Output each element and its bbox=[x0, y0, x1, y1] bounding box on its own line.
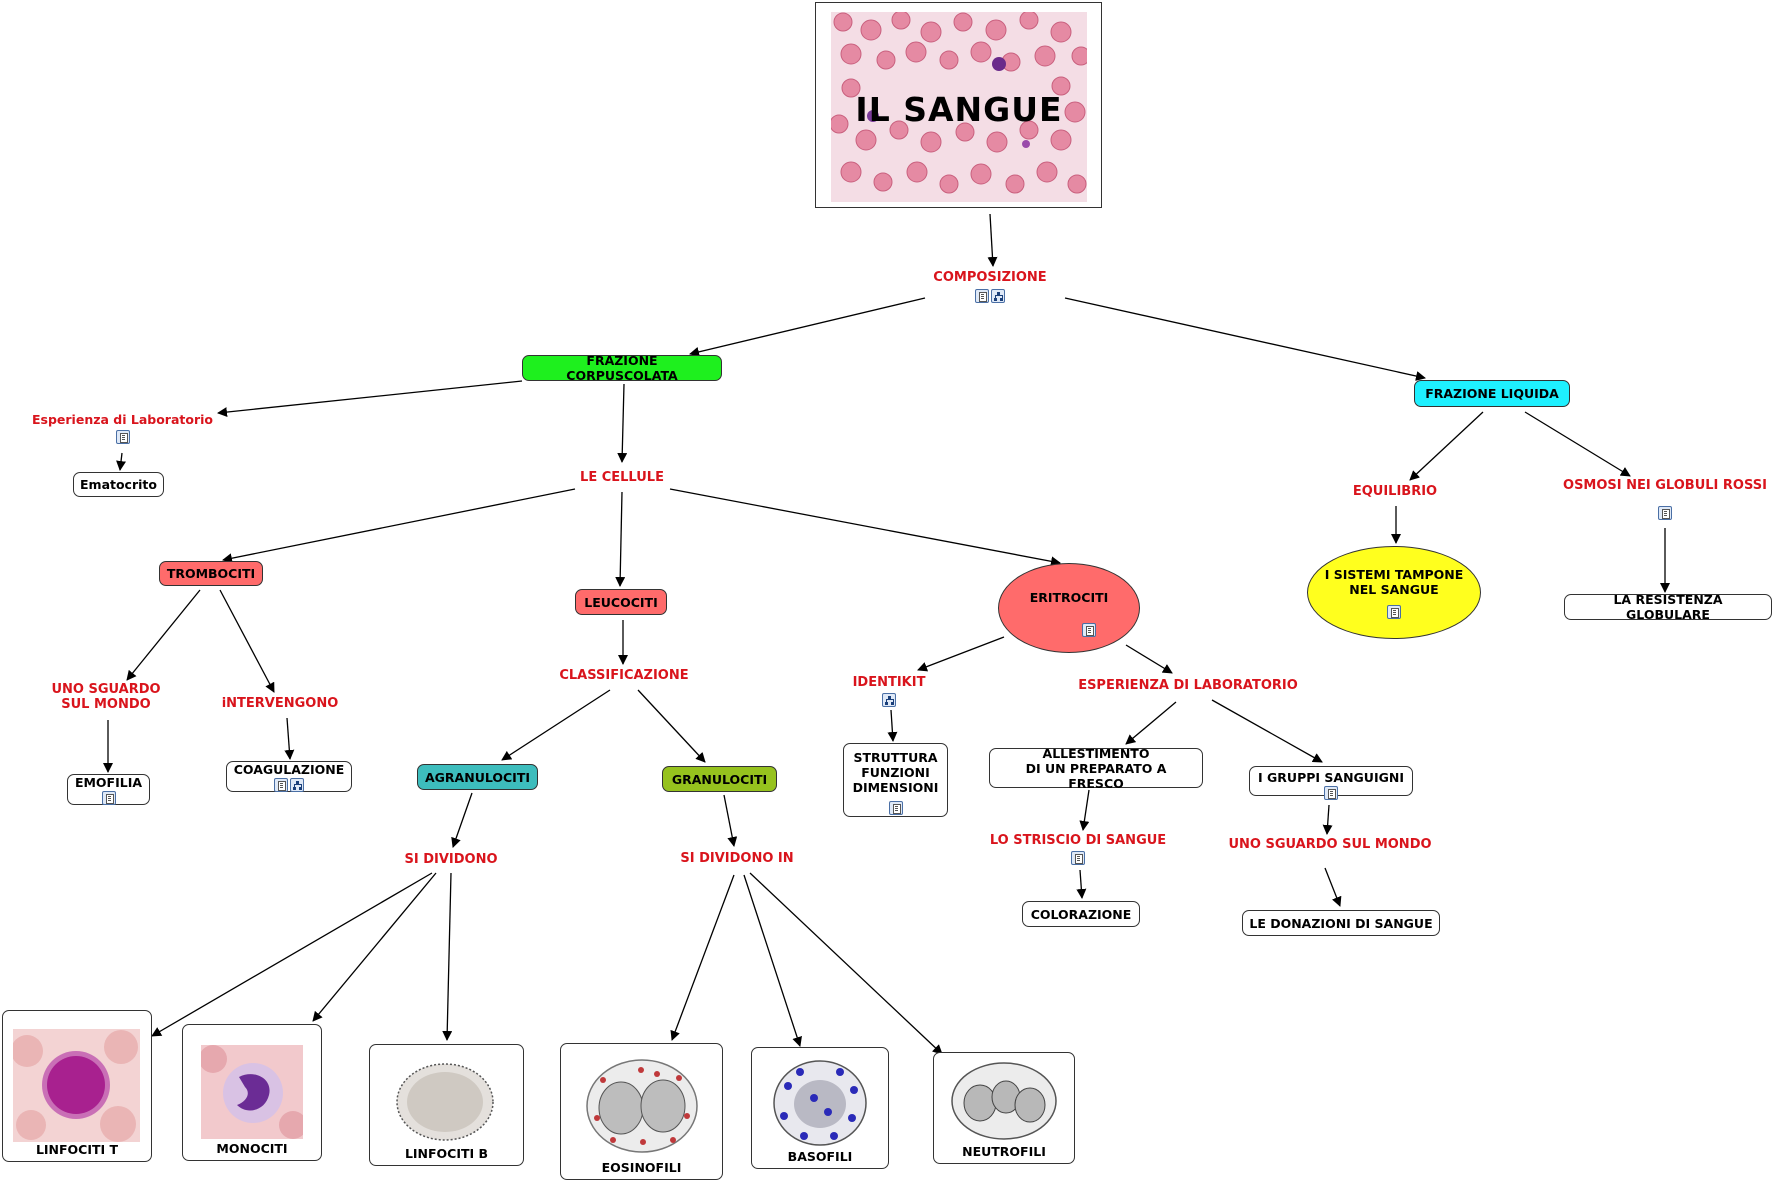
struttura-node[interactable]: STRUTTURA FUNZIONI DIMENSIONI bbox=[843, 743, 948, 817]
uno-sguardo-sul-mondo-2-label[interactable]: UNO SGUARDO SUL MONDO bbox=[1225, 835, 1435, 855]
document-icon[interactable] bbox=[1071, 850, 1085, 865]
linfociti-b-node[interactable]: LINFOCITI B bbox=[369, 1044, 524, 1166]
lymphocyte-t-picture bbox=[13, 1029, 140, 1142]
neutrofili-text: NEUTROFILI bbox=[962, 1144, 1046, 1159]
equilibrio-label[interactable]: EQUILIBRIO bbox=[1340, 482, 1450, 502]
document-icon[interactable] bbox=[274, 777, 288, 792]
coagulazione-text: COAGULAZIONE bbox=[233, 761, 345, 777]
sistemi-tampone-text: I SISTEMI TAMPONE NEL SANGUE bbox=[1324, 566, 1464, 597]
linfociti-t-node[interactable]: LINFOCITI T bbox=[2, 1010, 152, 1162]
colorazione-node[interactable]: COLORAZIONE bbox=[1022, 901, 1140, 927]
si-dividono-label[interactable]: SI DIVIDONO bbox=[396, 850, 506, 870]
frazione-corpuscolata-text: FRAZIONE CORPUSCOLATA bbox=[566, 353, 678, 383]
eosinofili-text: EOSINOFILI bbox=[601, 1160, 682, 1175]
agranulociti-text: AGRANULOCITI bbox=[425, 769, 530, 785]
document-icon[interactable] bbox=[1658, 505, 1672, 520]
resistenza-text: LA RESISTENZA GLOBULARE bbox=[1613, 592, 1723, 622]
eosinofili-node[interactable]: EOSINOFILI bbox=[560, 1043, 723, 1180]
basofili-text: BASOFILI bbox=[787, 1149, 853, 1164]
osmosi-label[interactable]: OSMOSI NEI GLOBULI ROSSI bbox=[1560, 478, 1770, 526]
esperienza-di-laboratorio-text: ESPERIENZA DI LABORATORIO bbox=[1078, 678, 1298, 694]
concept-map-icon[interactable] bbox=[882, 692, 896, 707]
colorazione-text: COLORAZIONE bbox=[1030, 906, 1132, 922]
trombociti-text: TROMBOCITI bbox=[166, 566, 256, 581]
neutrofili-node[interactable]: NEUTROFILI bbox=[933, 1052, 1075, 1164]
granulociti-node[interactable]: GRANULOCITI bbox=[662, 766, 777, 792]
equilibrio-text: EQUILIBRIO bbox=[1352, 484, 1438, 500]
gruppi-sanguigni-node[interactable]: I GRUPPI SANGUIGNI bbox=[1249, 766, 1413, 800]
concept-map-icon[interactable] bbox=[991, 288, 1005, 303]
page-title: IL SANGUE bbox=[855, 90, 1063, 129]
leucociti-text: LEUCOCITI bbox=[584, 594, 658, 610]
emofilia-text: EMOFILIA bbox=[74, 774, 143, 790]
le-cellule-label[interactable]: LE CELLULE bbox=[570, 468, 674, 488]
emofilia-node[interactable]: EMOFILIA bbox=[67, 774, 150, 805]
esperienza-laboratorio-text: Esperienza di Laboratorio bbox=[31, 412, 213, 427]
classificazione-text: CLASSIFICAZIONE bbox=[559, 668, 689, 684]
donazioni-text: LE DONAZIONI DI SANGUE bbox=[1249, 915, 1433, 931]
uno-sguardo-sul-mondo-label[interactable]: UNO SGUARDO SUL MONDO bbox=[46, 681, 166, 715]
linfociti-b-text: LINFOCITI B bbox=[404, 1146, 489, 1161]
granulociti-text: GRANULOCITI bbox=[671, 771, 768, 787]
identikit-text: IDENTIKIT bbox=[852, 675, 926, 690]
frazione-corpuscolata-node[interactable]: FRAZIONE CORPUSCOLATA bbox=[522, 353, 722, 383]
allestimento-text: ALLESTIMENTO DI UN PREPARATO A FRESCO bbox=[1025, 745, 1167, 791]
sistemi-tampone-node[interactable]: I SISTEMI TAMPONE NEL SANGUE bbox=[1307, 546, 1481, 639]
composizione-label[interactable]: COMPOSIZIONE bbox=[915, 270, 1065, 303]
si-dividono-in-label[interactable]: SI DIVIDONO IN bbox=[672, 849, 802, 869]
struttura-text: STRUTTURA FUNZIONI DIMENSIONI bbox=[852, 750, 939, 795]
eritrociti-node[interactable]: ERITROCITI bbox=[998, 563, 1140, 653]
blood-smear-image: IL SANGUE bbox=[831, 12, 1087, 202]
document-icon[interactable] bbox=[115, 430, 130, 444]
identikit-label[interactable]: IDENTIKIT bbox=[841, 675, 937, 709]
classificazione-label[interactable]: CLASSIFICAZIONE bbox=[556, 666, 692, 686]
frazione-liquida-text: FRAZIONE LIQUIDA bbox=[1425, 386, 1559, 401]
resistenza-globulare-node[interactable]: LA RESISTENZA GLOBULARE bbox=[1564, 592, 1772, 622]
coagulazione-node[interactable]: COAGULAZIONE bbox=[226, 761, 352, 792]
basofili-node[interactable]: BASOFILI bbox=[751, 1047, 889, 1169]
document-icon[interactable] bbox=[101, 790, 116, 805]
leucociti-node[interactable]: LEUCOCITI bbox=[575, 589, 667, 615]
document-icon[interactable] bbox=[888, 801, 903, 815]
monocyte-picture bbox=[201, 1045, 303, 1139]
monociti-text: MONOCITI bbox=[216, 1141, 288, 1156]
red-blood-cells-picture bbox=[831, 12, 1087, 202]
striscio-di-sangue-label[interactable]: LO STRISCIO DI SANGUE bbox=[988, 833, 1168, 867]
le-cellule-text: LE CELLULE bbox=[580, 470, 664, 486]
si-dividono-text: SI DIVIDONO bbox=[404, 852, 498, 868]
esperienza-laboratorio-label[interactable]: Esperienza di Laboratorio bbox=[30, 412, 215, 448]
document-icon[interactable] bbox=[1082, 623, 1096, 637]
striscio-text: LO STRISCIO DI SANGUE bbox=[989, 833, 1167, 848]
neutrophil-picture bbox=[951, 1062, 1057, 1140]
uno-sguardo-sul-mondo-2-text: UNO SGUARDO SUL MONDO bbox=[1228, 837, 1432, 853]
lymphocyte-b-picture bbox=[396, 1063, 494, 1141]
esperienza-di-laboratorio-label[interactable]: ESPERIENZA DI LABORATORIO bbox=[1078, 676, 1298, 696]
ematocrito-text: Ematocrito bbox=[80, 477, 157, 492]
document-icon[interactable] bbox=[1324, 786, 1338, 800]
intervengono-text: iNTERVENGONO bbox=[221, 696, 339, 712]
title-node[interactable]: IL SANGUE bbox=[815, 2, 1102, 208]
linfociti-t-text: LINFOCITI T bbox=[35, 1142, 119, 1157]
composizione-text: COMPOSIZIONE bbox=[933, 270, 1047, 285]
eosinophil-picture bbox=[586, 1059, 698, 1153]
donazioni-node[interactable]: LE DONAZIONI DI SANGUE bbox=[1242, 910, 1440, 936]
osmosi-text: OSMOSI NEI GLOBULI ROSSI bbox=[1563, 478, 1767, 493]
si-dividono-in-text: SI DIVIDONO IN bbox=[680, 851, 794, 867]
document-icon[interactable] bbox=[975, 288, 989, 303]
frazione-liquida-node[interactable]: FRAZIONE LIQUIDA bbox=[1414, 380, 1570, 407]
trombociti-node[interactable]: TROMBOCITI bbox=[159, 561, 263, 586]
allestimento-node[interactable]: ALLESTIMENTO DI UN PREPARATO A FRESCO bbox=[989, 745, 1203, 791]
basophil-picture bbox=[773, 1060, 867, 1146]
uno-sguardo-sul-mondo-text: UNO SGUARDO SUL MONDO bbox=[51, 682, 161, 712]
concept-map-icon[interactable] bbox=[290, 777, 304, 792]
eritrociti-text: ERITROCITI bbox=[1029, 590, 1109, 605]
monociti-node[interactable]: MONOCITI bbox=[182, 1024, 322, 1161]
agranulociti-node[interactable]: AGRANULOCITI bbox=[417, 764, 538, 790]
ematocrito-node[interactable]: Ematocrito bbox=[73, 472, 164, 497]
gruppi-sanguigni-text: I GRUPPI SANGUIGNI bbox=[1258, 770, 1404, 785]
intervengono-label[interactable]: iNTERVENGONO bbox=[220, 694, 340, 714]
document-icon[interactable] bbox=[1387, 604, 1401, 619]
